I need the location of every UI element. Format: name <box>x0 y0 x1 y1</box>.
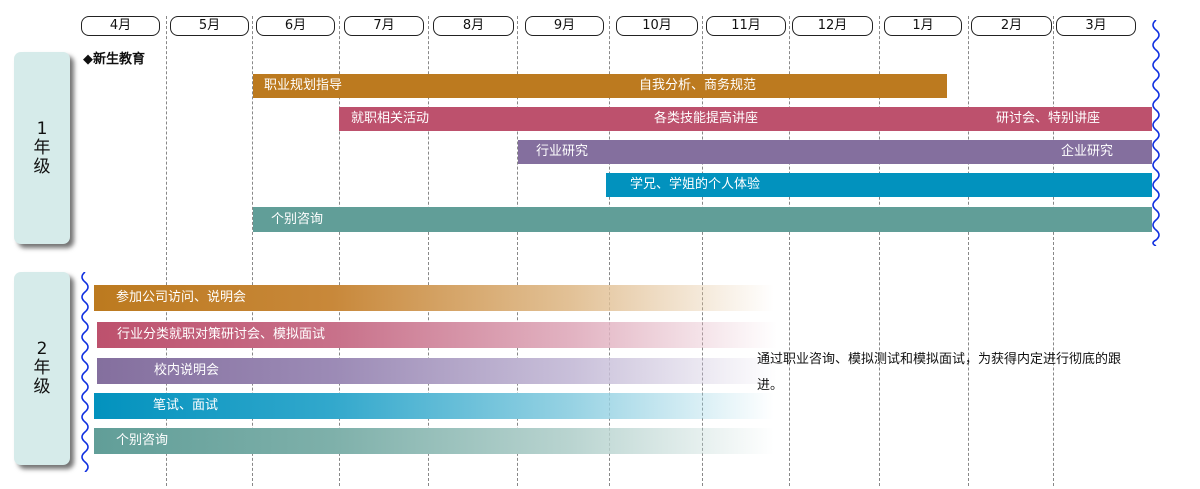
bar-company-visits: 参加公司访问、说明会 <box>94 285 774 311</box>
grade-1-label-box: 1年级 <box>14 52 70 244</box>
month-jan: 1月 <box>884 16 962 36</box>
month-nov: 11月 <box>706 16 786 36</box>
month-mar: 3月 <box>1056 16 1136 36</box>
gridline <box>702 16 703 486</box>
gridline <box>252 16 253 486</box>
grade-2-label: 2年级 <box>33 339 51 397</box>
continuation-wave-icon <box>81 272 89 472</box>
bar-industry-seminar: 行业分类就职对策研讨会、模拟面试 <box>97 322 777 348</box>
bar-career-guidance: 职业规划指导 自我分析、商务规范 <box>253 74 947 98</box>
bar-label: 研讨会、特别讲座 <box>996 111 1101 126</box>
gridline <box>517 16 518 486</box>
gridline <box>609 16 610 486</box>
gridline <box>968 16 969 486</box>
gridline <box>339 16 340 486</box>
bar-individual-consult-2: 个别咨询 <box>94 428 774 454</box>
bar-label: 行业分类就职对策研讨会、模拟面试 <box>117 327 326 342</box>
freshman-orientation-marker: ◆新生教育 <box>83 52 145 67</box>
bar-label: 自我分析、商务规范 <box>639 78 757 93</box>
month-jun: 6月 <box>256 16 335 36</box>
bar-label: 个别咨询 <box>271 212 324 227</box>
bar-label: 学兄、学姐的个人体验 <box>630 177 761 192</box>
gridline <box>428 16 429 486</box>
gridline <box>789 16 790 486</box>
continuation-wave-icon <box>1152 20 1160 246</box>
bar-label: 企业研究 <box>1061 144 1114 159</box>
gridline <box>879 16 880 486</box>
bar-campus-briefing: 校内说明会 <box>97 358 777 384</box>
month-aug: 8月 <box>433 16 514 36</box>
bar-label: 个别咨询 <box>116 433 169 448</box>
bar-label: 参加公司访问、说明会 <box>116 290 247 305</box>
month-may: 5月 <box>170 16 249 36</box>
bar-label: 就职相关活动 <box>351 111 430 126</box>
bar-job-activities: 就职相关活动 各类技能提高讲座 研讨会、特别讲座 <box>339 107 1152 131</box>
bar-label: 各类技能提高讲座 <box>654 111 759 126</box>
bar-senior-experience: 学兄、学姐的个人体验 <box>606 173 1152 197</box>
bar-label: 笔试、面试 <box>153 398 219 413</box>
month-jul: 7月 <box>344 16 424 36</box>
bar-label: 校内说明会 <box>154 363 220 378</box>
bar-industry-research: 行业研究 企业研究 <box>518 140 1152 164</box>
bar-label: 行业研究 <box>536 144 589 159</box>
follow-up-note: 通过职业咨询、模拟测试和模拟面试，为获得内定进行彻底的跟进。 <box>757 352 1122 393</box>
bar-label: 职业规划指导 <box>264 78 343 93</box>
month-sep: 9月 <box>525 16 604 36</box>
gridline <box>166 16 167 486</box>
month-apr: 4月 <box>81 16 160 36</box>
bar-individual-consult: 个别咨询 <box>253 207 1152 232</box>
grade-2-label-box: 2年级 <box>14 272 70 465</box>
bar-written-interview: 笔试、面试 <box>94 393 774 419</box>
gridline <box>1053 16 1054 486</box>
month-feb: 2月 <box>971 16 1052 36</box>
month-dec: 12月 <box>792 16 873 36</box>
grade-1-label: 1年级 <box>33 118 51 177</box>
month-oct: 10月 <box>616 16 698 36</box>
